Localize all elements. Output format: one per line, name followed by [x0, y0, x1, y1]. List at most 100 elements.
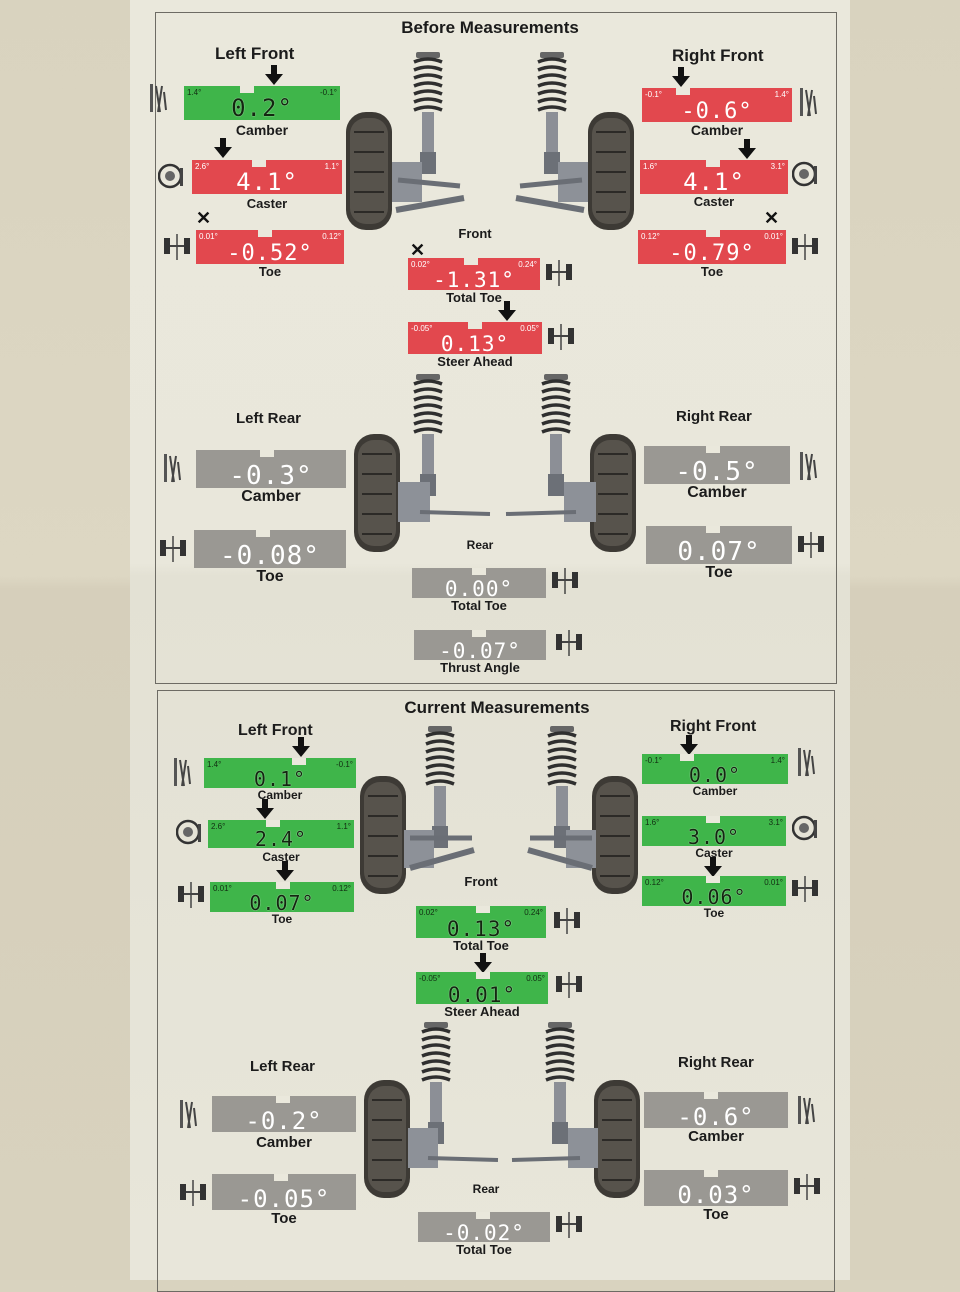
before-rf-toe-gauge: 0.12°0.01° -0.79° — [638, 230, 786, 266]
current-right-front-heading: Right Front — [670, 718, 757, 735]
before-rf-camber-arrow-icon — [672, 67, 690, 87]
current-rr-camber-label: Camber — [688, 1128, 744, 1145]
current-left-front-heading: Left Front — [238, 722, 313, 739]
current-lr-toe-label: Toe — [271, 1210, 297, 1227]
current-lr-camber-label: Camber — [256, 1134, 312, 1151]
before-right-rear-heading: Right Rear — [676, 408, 752, 425]
before-lf-caster-gauge: 2.6°1.1° 4.1° — [192, 160, 342, 196]
camber-icon — [800, 87, 817, 117]
current-steer-ahead-gauge: -0.05°0.05° 0.01° — [416, 972, 548, 1007]
current-steer-ahead-arrow-icon — [474, 953, 492, 973]
before-front-label: Front — [458, 226, 492, 241]
caster-icon — [176, 819, 203, 845]
camber-icon — [798, 1095, 815, 1125]
toe-icon — [554, 907, 581, 935]
before-rear-label: Rear — [466, 538, 494, 552]
before-rear-total-toe-label: Total Toe — [451, 598, 507, 613]
before-rf-caster-arrow-icon — [738, 139, 756, 159]
before-left-front-heading: Left Front — [215, 44, 295, 63]
current-lf-caster-gauge: 2.6°1.1° 2.4° — [208, 820, 354, 851]
toe-icon — [794, 1173, 821, 1201]
before-right-front-heading: Right Front — [672, 46, 764, 65]
before-steer-ahead-arrow-icon — [498, 301, 516, 321]
current-lf-caster-arrow-icon — [256, 799, 274, 819]
before-lf-toe-label: Toe — [258, 264, 282, 279]
current-lf-camber-gauge: 1.4°-0.1° 0.1° — [204, 758, 356, 791]
before-measurements-panel — [155, 12, 837, 684]
caster-icon — [792, 815, 819, 841]
before-lr-toe-label: Toe — [256, 568, 284, 585]
front-suspension-graphic — [345, 50, 635, 231]
current-total-toe-label: Total Toe — [453, 938, 509, 953]
before-lf-camber-label: Camber — [235, 122, 289, 138]
current-lf-camber-arrow-icon — [292, 737, 310, 757]
before-total-toe-x-icon: ✕ — [410, 240, 426, 260]
before-rr-toe-label: Toe — [705, 564, 733, 581]
current-lf-toe-gauge: 0.01°0.12° 0.07° — [210, 882, 354, 915]
current-rf-caster-gauge: 1.6°3.1° 3.0° — [642, 816, 786, 849]
toe-icon — [160, 535, 187, 563]
current-lr-toe-gauge: -0.05° — [212, 1174, 356, 1213]
current-front-label: Front — [464, 874, 498, 889]
current-total-toe-gauge: 0.02°0.24° 0.13° — [416, 906, 546, 941]
current-lf-toe-arrow-icon — [276, 861, 294, 881]
before-lf-caster-arrow-icon — [214, 138, 232, 158]
before-left-rear-heading: Left Rear — [236, 410, 302, 427]
current-rr-camber-gauge: -0.6° — [644, 1092, 788, 1131]
rear-suspension-graphic — [363, 1020, 641, 1198]
before-steer-ahead-label: Steer Ahead — [437, 354, 513, 369]
thrust-icon — [556, 629, 583, 657]
current-rf-camber-gauge: -0.1°1.4° 0.0° — [642, 754, 788, 787]
camber-icon — [150, 83, 167, 113]
before-rr-camber-label: Camber — [687, 484, 747, 501]
toe-icon — [178, 881, 205, 909]
current-rf-caster-label: Caster — [695, 846, 733, 860]
before-lr-camber-gauge: -0.3° — [196, 450, 346, 491]
current-rf-toe-arrow-icon — [704, 857, 722, 877]
current-left-rear-heading: Left Rear — [250, 1058, 316, 1075]
toe-icon — [792, 875, 819, 903]
before-lf-toe-x-icon: ✕ — [196, 208, 212, 228]
toe-icon — [164, 233, 191, 261]
before-steer-ahead-gauge: -0.05°0.05° 0.13° — [408, 322, 542, 356]
before-title: Before Measurements — [401, 18, 579, 37]
before-rf-toe-x-icon: ✕ — [764, 208, 780, 228]
before-rear-total-toe-gauge: 0.00° — [412, 568, 546, 601]
before-lr-camber-label: Camber — [241, 488, 301, 505]
current-lf-toe-label: Toe — [271, 912, 293, 926]
current-title: Current Measurements — [404, 698, 590, 717]
camber-icon — [800, 451, 817, 481]
current-rear-total-toe-label: Total Toe — [456, 1242, 512, 1257]
current-rf-camber-arrow-icon — [680, 735, 698, 755]
camber-icon — [180, 1099, 197, 1129]
before-rf-caster-gauge: 1.6°3.1° 4.1° — [640, 160, 788, 196]
current-rf-camber-label: Camber — [692, 784, 738, 798]
current-steer-ahead-label: Steer Ahead — [444, 1004, 520, 1019]
toe-icon — [798, 531, 825, 559]
before-rf-caster-label: Caster — [693, 194, 735, 209]
toe-icon — [792, 233, 819, 261]
before-total-toe-label: Total Toe — [446, 290, 502, 305]
before-rr-toe-gauge: 0.07° — [646, 526, 792, 567]
before-thrust-angle-label: Thrust Angle — [440, 660, 520, 675]
before-rf-camber-gauge: -0.1°1.4° -0.6° — [642, 88, 792, 124]
rear-suspension-graphic — [353, 372, 637, 553]
current-lf-camber-label: Camber — [257, 788, 303, 802]
steer-icon — [556, 971, 583, 999]
front-suspension-graphic — [359, 726, 639, 895]
camber-icon — [174, 757, 191, 787]
current-right-rear-heading: Right Rear — [678, 1054, 754, 1071]
current-rf-toe-label: Toe — [703, 906, 725, 920]
before-lf-camber-arrow-icon — [265, 65, 283, 85]
before-rf-toe-label: Toe — [700, 264, 724, 279]
camber-icon — [798, 747, 815, 777]
current-lr-camber-gauge: -0.2° — [212, 1096, 356, 1135]
before-lr-toe-gauge: -0.08° — [194, 530, 346, 571]
current-rr-toe-gauge: 0.03° — [644, 1170, 788, 1209]
toe-icon — [546, 259, 573, 287]
current-rear-total-toe-gauge: -0.02° — [418, 1212, 550, 1245]
before-rr-camber-gauge: -0.5° — [644, 446, 790, 487]
current-rf-toe-gauge: 0.12°0.01° 0.06° — [642, 876, 786, 909]
current-rr-toe-label: Toe — [703, 1206, 729, 1223]
before-rf-camber-label: Camber — [690, 122, 744, 138]
